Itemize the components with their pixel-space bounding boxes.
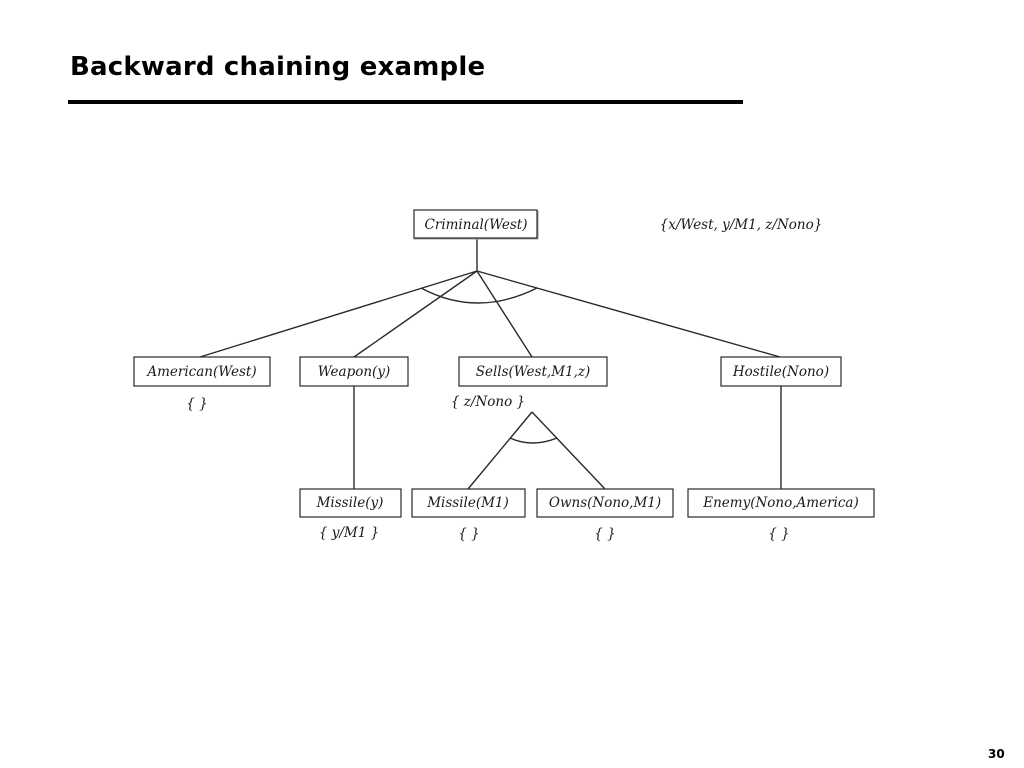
node-missile-y: Missile(y) <box>299 488 402 518</box>
conjunction-arc-top <box>420 287 538 304</box>
node-missile-y-label: Missile(y) <box>316 495 384 511</box>
edge-criminal-hostile <box>476 270 781 358</box>
edge-criminal-sells <box>476 270 533 358</box>
node-criminal: Criminal(West) <box>413 209 539 240</box>
node-missile-m1-label: Missile(M1) <box>426 495 509 511</box>
node-criminal-label: Criminal(West) <box>425 217 528 233</box>
node-owns-label: Owns(Nono,M1) <box>549 495 661 511</box>
node-sells-label: Sells(West,M1,z) <box>476 364 591 380</box>
node-hostile-label: Hostile(Nono) <box>732 364 829 380</box>
edge-criminal-american <box>199 270 478 358</box>
conjunction-arc-sells <box>509 437 558 444</box>
node-hostile: Hostile(Nono) <box>720 356 842 387</box>
edge-sells-missile-m1 <box>467 411 533 490</box>
substitution-missile-y: { y/M1 } <box>319 525 379 541</box>
substitution-sells: { z/Nono } <box>451 394 525 410</box>
tree-edges <box>199 239 782 490</box>
substitution-owns: { } <box>594 526 615 542</box>
substitution-american: { } <box>186 396 207 412</box>
title-underline <box>68 100 743 104</box>
edge-sells-owns <box>531 411 606 490</box>
node-enemy: Enemy(Nono,America) <box>687 488 875 518</box>
substitution-missile-m1: { } <box>458 526 479 542</box>
substitution-root: {x/West, y/M1, z/Nono} <box>660 217 823 233</box>
node-missile-m1: Missile(M1) <box>411 488 526 518</box>
slide-title: Backward chaining example <box>70 52 486 82</box>
node-american-label: American(West) <box>145 364 256 380</box>
node-sells: Sells(West,M1,z) <box>458 356 608 387</box>
node-enemy-label: Enemy(Nono,America) <box>702 495 858 511</box>
substitution-enemy: { } <box>768 526 789 542</box>
node-weapon-label: Weapon(y) <box>318 364 390 380</box>
page-number: 30 <box>988 747 1005 761</box>
node-weapon: Weapon(y) <box>299 356 409 387</box>
node-owns: Owns(Nono,M1) <box>536 488 674 518</box>
edge-criminal-weapon <box>353 270 478 358</box>
node-american: American(West) <box>133 356 271 387</box>
